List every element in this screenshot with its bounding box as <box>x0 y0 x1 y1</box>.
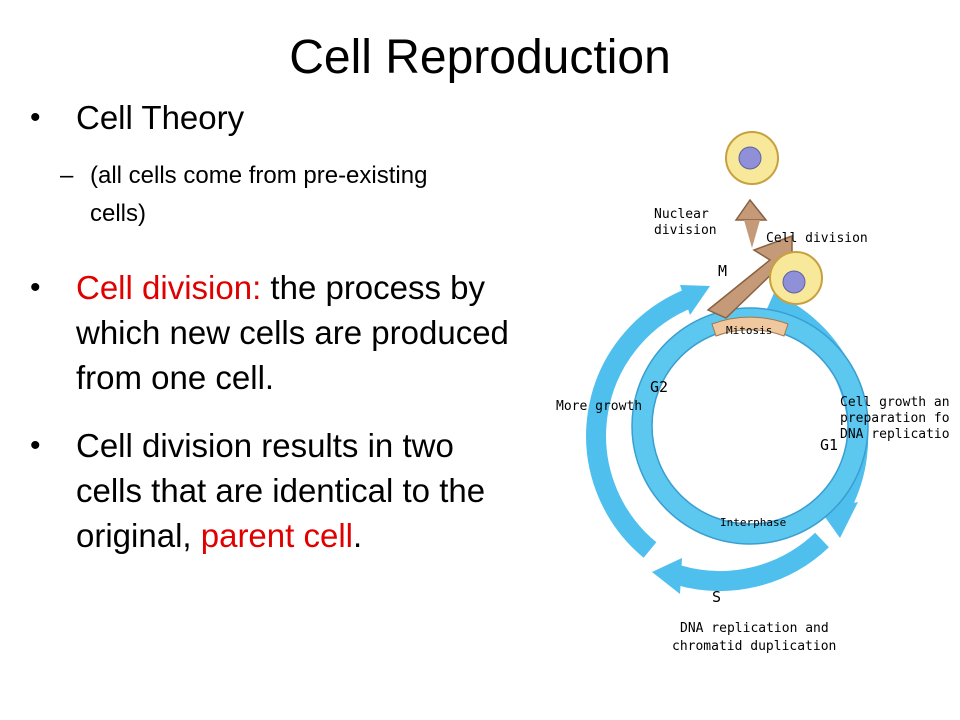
ring-inner-edge <box>651 327 849 525</box>
interphase-label: Interphase <box>720 516 786 529</box>
dna-replication-label-1: DNA replication and <box>680 621 829 636</box>
period-text: . <box>353 517 363 554</box>
bullet-dot-icon: • <box>30 429 41 462</box>
dna-replication-label-2: chromatid duplication <box>672 639 836 654</box>
nuclear-division-label-1: Nuclear <box>654 207 709 222</box>
m-phase-arrow-stem <box>744 220 760 248</box>
g2-arrow-head <box>680 285 710 315</box>
mitosis-label: Mitosis <box>726 324 772 337</box>
sub-bullet-text: (all cells come from pre-existing cells) <box>90 162 428 227</box>
interphase-ring <box>632 308 868 544</box>
phase-g1-label: G1 <box>820 436 838 454</box>
term-highlight: parent cell <box>200 517 353 554</box>
dash-icon: – <box>60 162 74 189</box>
nuclear-division-label-2: division <box>654 223 717 238</box>
results-text: Cell division results in two cells that … <box>76 427 486 554</box>
bullet-dot-icon: • <box>30 271 41 304</box>
cell-growth-label-3: DNA replication <box>840 427 950 442</box>
bullet-text: Cell Theory <box>76 99 245 136</box>
ring-outer-edge <box>631 307 869 545</box>
cell-growth-label-2: preparation for <box>840 411 950 426</box>
phase-m-label: M <box>718 262 727 280</box>
phase-s-label: S <box>712 588 721 606</box>
g2-arrow <box>586 288 694 558</box>
slide-title: Cell Reproduction <box>289 31 671 84</box>
more-growth-label: More growth <box>556 399 642 414</box>
cell-cycle-svg: M G2 G1 S Mitosis Interphase Nuclear div… <box>556 131 958 654</box>
mitosis-segment <box>711 316 789 337</box>
bullet-text: Cell division: the process by which new … <box>76 265 516 400</box>
cell-growth-label-1: Cell growth and <box>840 395 950 410</box>
cell-division-label: Cell division <box>766 231 868 246</box>
s-arrow <box>675 532 829 591</box>
definition-text: the process by which new cells are produ… <box>76 269 509 396</box>
daughter-cell-top <box>725 131 779 185</box>
bullet-text: Cell division results in two cells that … <box>76 423 516 558</box>
phase-g2-label: G2 <box>650 378 668 396</box>
daughter-cell-right <box>769 251 823 305</box>
cell-cycle-diagram: M G2 G1 S Mitosis Interphase Nuclear div… <box>540 120 958 680</box>
bullet-dot-icon: • <box>30 101 41 134</box>
s-arrow-head <box>652 558 682 594</box>
m-phase-arrow-tip <box>734 198 768 221</box>
term-highlight: Cell division: <box>76 269 262 306</box>
